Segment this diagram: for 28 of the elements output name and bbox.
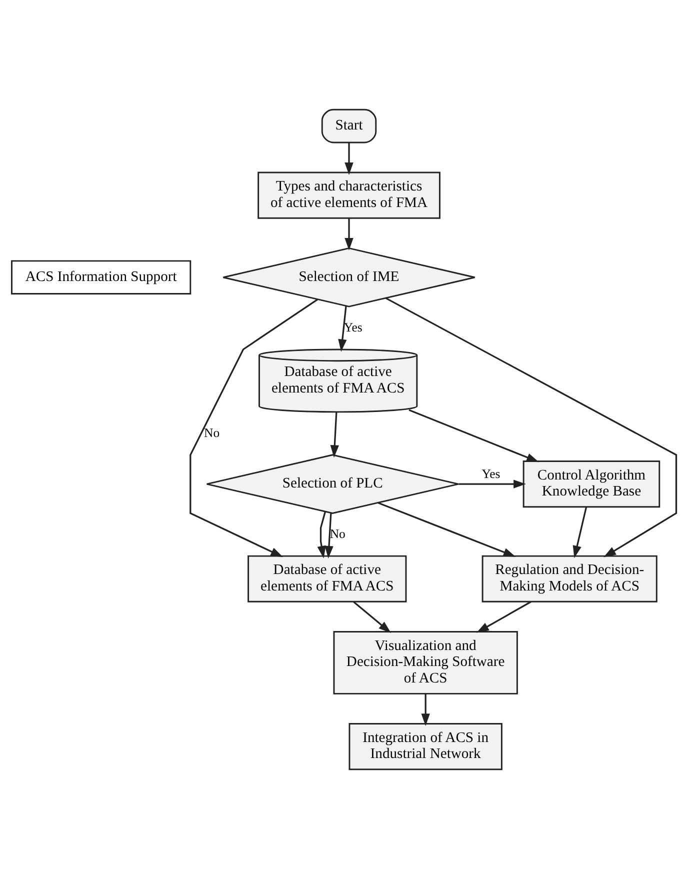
arrow bbox=[421, 694, 430, 726]
arrow bbox=[572, 506, 588, 558]
node-diamond: Selection of PLC bbox=[206, 454, 460, 514]
arrow bbox=[324, 512, 334, 558]
node-box: Types and characteristics of active elements of FMA bbox=[258, 172, 440, 219]
arrow bbox=[476, 601, 532, 633]
node-box: Control Algorithm Knowledge Base bbox=[522, 460, 660, 508]
arrow bbox=[378, 502, 516, 557]
arrow bbox=[317, 511, 326, 558]
arrow bbox=[386, 297, 678, 558]
edge-label: No bbox=[204, 426, 220, 440]
node-box: Visualization and Decision-Making Software of ACS bbox=[333, 630, 518, 694]
arrow bbox=[338, 306, 347, 352]
arrow bbox=[344, 142, 354, 175]
arrow bbox=[353, 601, 392, 634]
node-box: Integration of ACS in Industrial Network bbox=[348, 723, 502, 770]
node-box: Regulation and Decision-Making Models of ACS bbox=[482, 555, 658, 602]
node-box: Start bbox=[321, 108, 377, 144]
node-diamond: Selection of IME bbox=[222, 247, 476, 308]
arrow bbox=[344, 218, 354, 250]
edge-label: Yes bbox=[482, 466, 500, 481]
arrow bbox=[190, 298, 318, 558]
arrow bbox=[330, 412, 339, 458]
node-box: ACS Information Support bbox=[11, 260, 192, 294]
edge-label: Yes bbox=[344, 320, 362, 334]
node-box: Database of active elements of FMA ACS bbox=[248, 555, 407, 602]
arrow bbox=[408, 409, 539, 462]
arrow bbox=[458, 480, 526, 488]
